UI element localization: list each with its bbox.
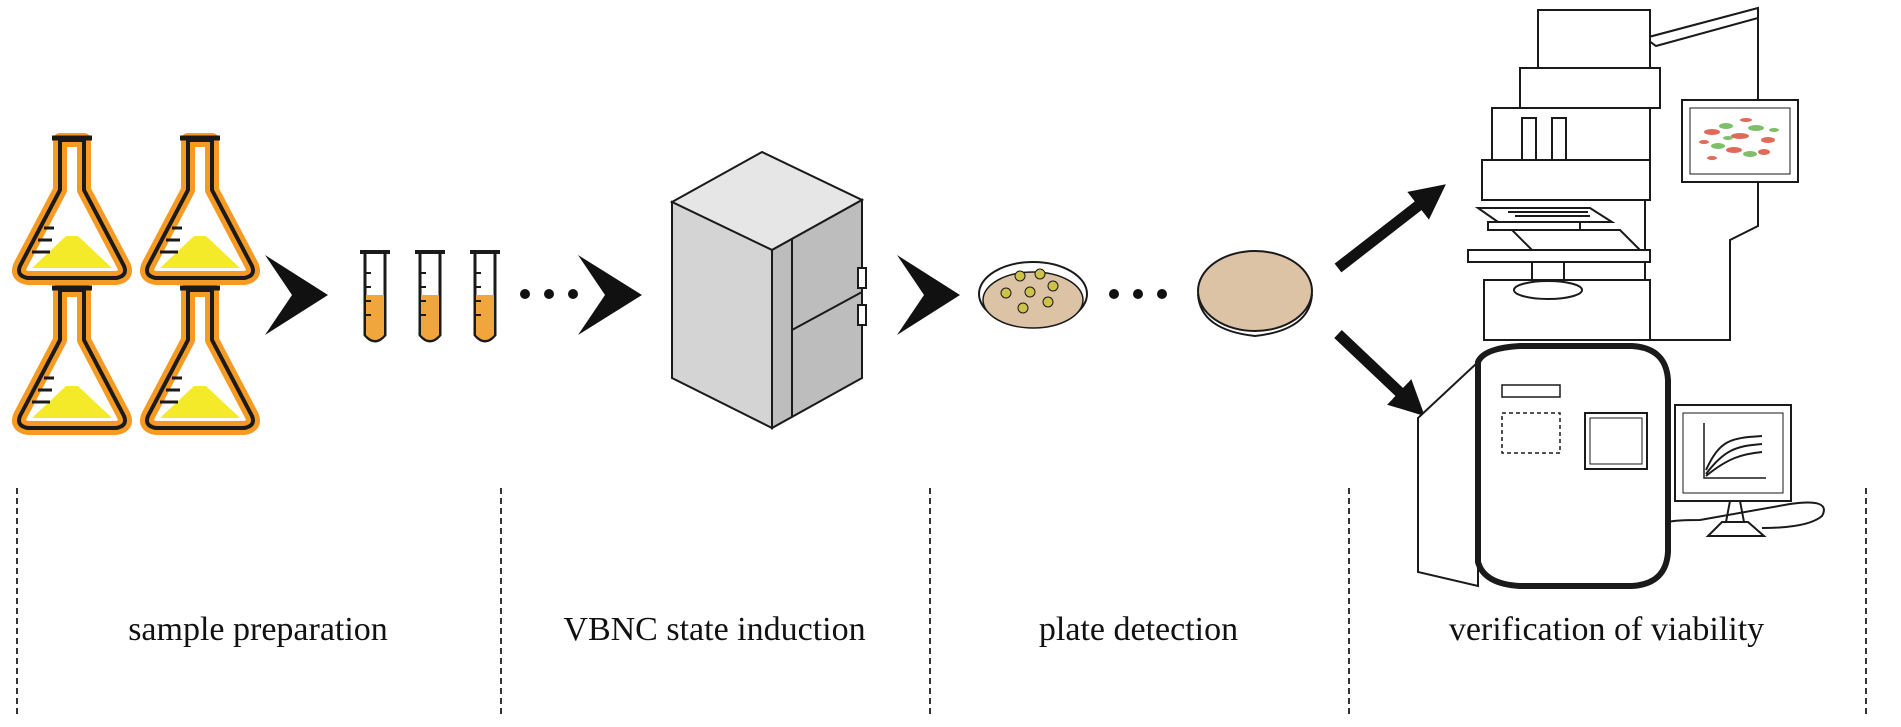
monitor-icon bbox=[1667, 404, 1825, 537]
arrow-to-microscope bbox=[1334, 184, 1446, 273]
colony-group bbox=[1000, 268, 1059, 314]
section-separator bbox=[500, 488, 502, 714]
section-separator bbox=[1865, 488, 1867, 714]
test-tube-icon bbox=[468, 250, 502, 343]
dotted-connector bbox=[1109, 289, 1167, 299]
dotted-connector bbox=[520, 289, 578, 299]
section-separator bbox=[16, 488, 18, 714]
test-tube-icon bbox=[413, 250, 447, 343]
flask-group bbox=[19, 138, 253, 428]
erlenmeyer-flask-icon bbox=[19, 288, 125, 428]
incubator-icon bbox=[669, 150, 867, 430]
chevron-arrow-icon bbox=[897, 255, 960, 335]
test-tube-group bbox=[358, 250, 502, 343]
erlenmeyer-flask-icon bbox=[147, 138, 253, 278]
section-separator bbox=[1348, 488, 1350, 714]
chevron-arrow-icon bbox=[265, 255, 328, 335]
step-label-verification-of-viability: verification of viability bbox=[1448, 611, 1765, 648]
step-label-sample-preparation: sample preparation bbox=[128, 611, 388, 648]
chevron-arrow-icon bbox=[578, 255, 642, 335]
test-tube-icon bbox=[358, 250, 392, 343]
erlenmeyer-flask-icon bbox=[19, 138, 125, 278]
erlenmeyer-flask-icon bbox=[147, 288, 253, 428]
monitor-icon bbox=[1681, 99, 1799, 183]
qpcr-instrument-icon bbox=[1417, 343, 1671, 589]
step-label-vbnc-induction: VBNC state induction bbox=[563, 611, 866, 648]
arrow-to-qpcr bbox=[1334, 330, 1425, 417]
cell-image bbox=[1699, 118, 1779, 160]
petri-dish-icon bbox=[1197, 250, 1313, 338]
petri-dish-icon bbox=[978, 261, 1088, 329]
step-label-plate-detection: plate detection bbox=[1038, 611, 1239, 648]
section-separator bbox=[929, 488, 931, 714]
